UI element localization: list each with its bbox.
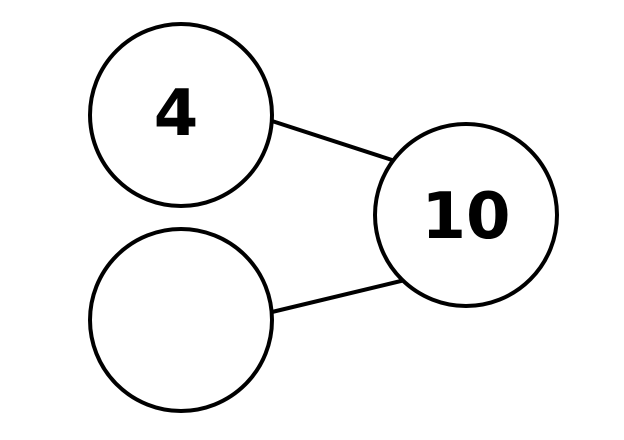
whole-circle: 10 [373, 122, 559, 308]
link-bottom-to-whole [271, 278, 406, 314]
link-top-to-whole [271, 119, 393, 162]
whole-value: 10 [421, 180, 510, 254]
part-top-value: 4 [154, 77, 199, 151]
part-circle-top: 4 [88, 22, 274, 208]
part-circle-bottom[interactable] [88, 227, 274, 413]
